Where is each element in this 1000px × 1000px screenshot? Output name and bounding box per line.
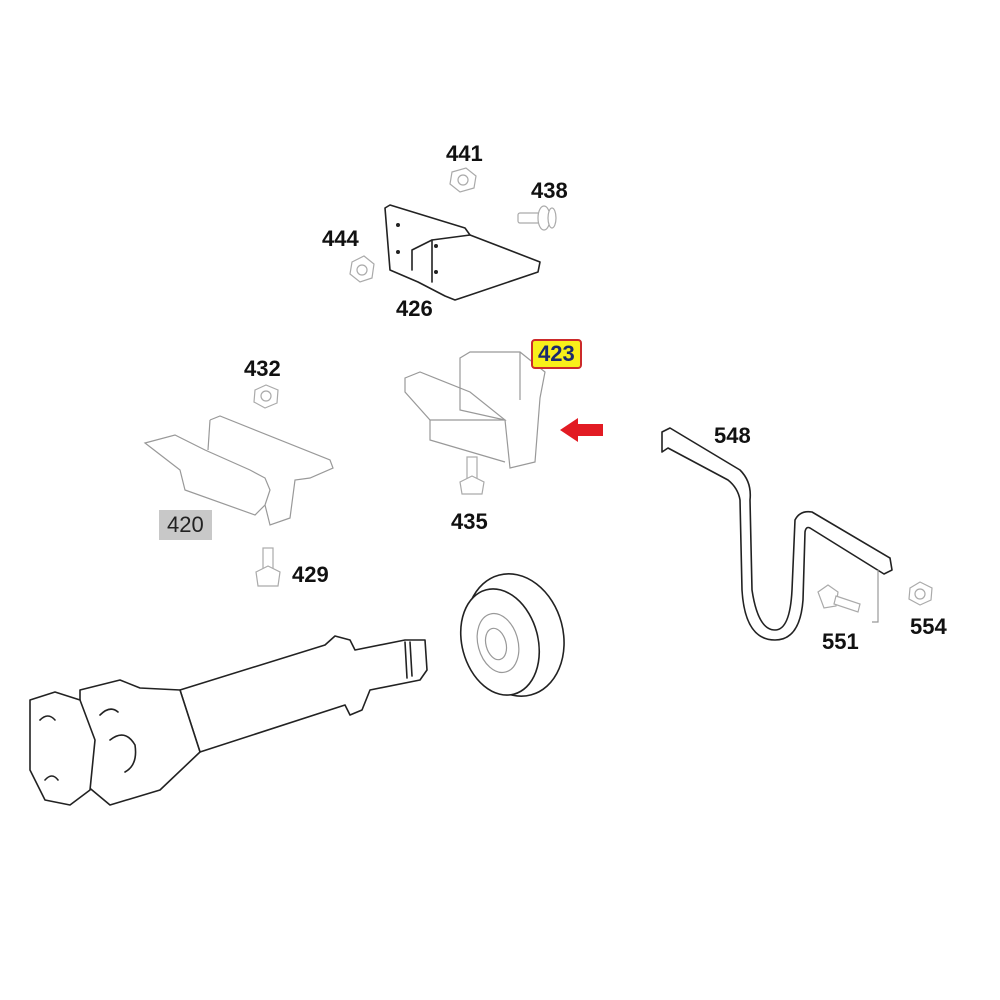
part-label-426[interactable]: 426: [396, 296, 433, 321]
bolt-429-icon: [255, 547, 281, 587]
bolt-435-icon: [459, 456, 485, 495]
bracket-420-icon: [143, 415, 334, 526]
part-label-432[interactable]: 432: [244, 356, 281, 381]
part-label-551[interactable]: 551: [822, 629, 859, 654]
part-label-438[interactable]: 438: [531, 178, 568, 203]
nut-444-icon: [349, 255, 375, 283]
highlight-arrow-icon: [560, 418, 603, 442]
part-label-423-highlighted[interactable]: 423: [531, 339, 582, 369]
bolt-438-icon: [517, 205, 557, 231]
part-label-420[interactable]: 420: [159, 510, 212, 540]
bolt-551-icon: [817, 584, 861, 613]
part-label-444[interactable]: 444: [322, 226, 359, 251]
nut-554-icon: [908, 581, 933, 606]
bracket-426-icon: [384, 204, 541, 301]
part-label-429[interactable]: 429: [292, 562, 329, 587]
part-label-548[interactable]: 548: [714, 423, 751, 448]
part-label-435[interactable]: 435: [451, 509, 488, 534]
drive-shaft-icon: [29, 635, 428, 806]
center-bearing-icon: [459, 573, 565, 697]
mount-bracket-423-icon: [404, 351, 546, 469]
part-label-554[interactable]: 554: [910, 614, 947, 639]
nut-432-icon: [253, 384, 279, 409]
nut-441-icon: [449, 167, 477, 193]
strap-548-icon: [661, 427, 893, 641]
part-label-441[interactable]: 441: [446, 141, 483, 166]
